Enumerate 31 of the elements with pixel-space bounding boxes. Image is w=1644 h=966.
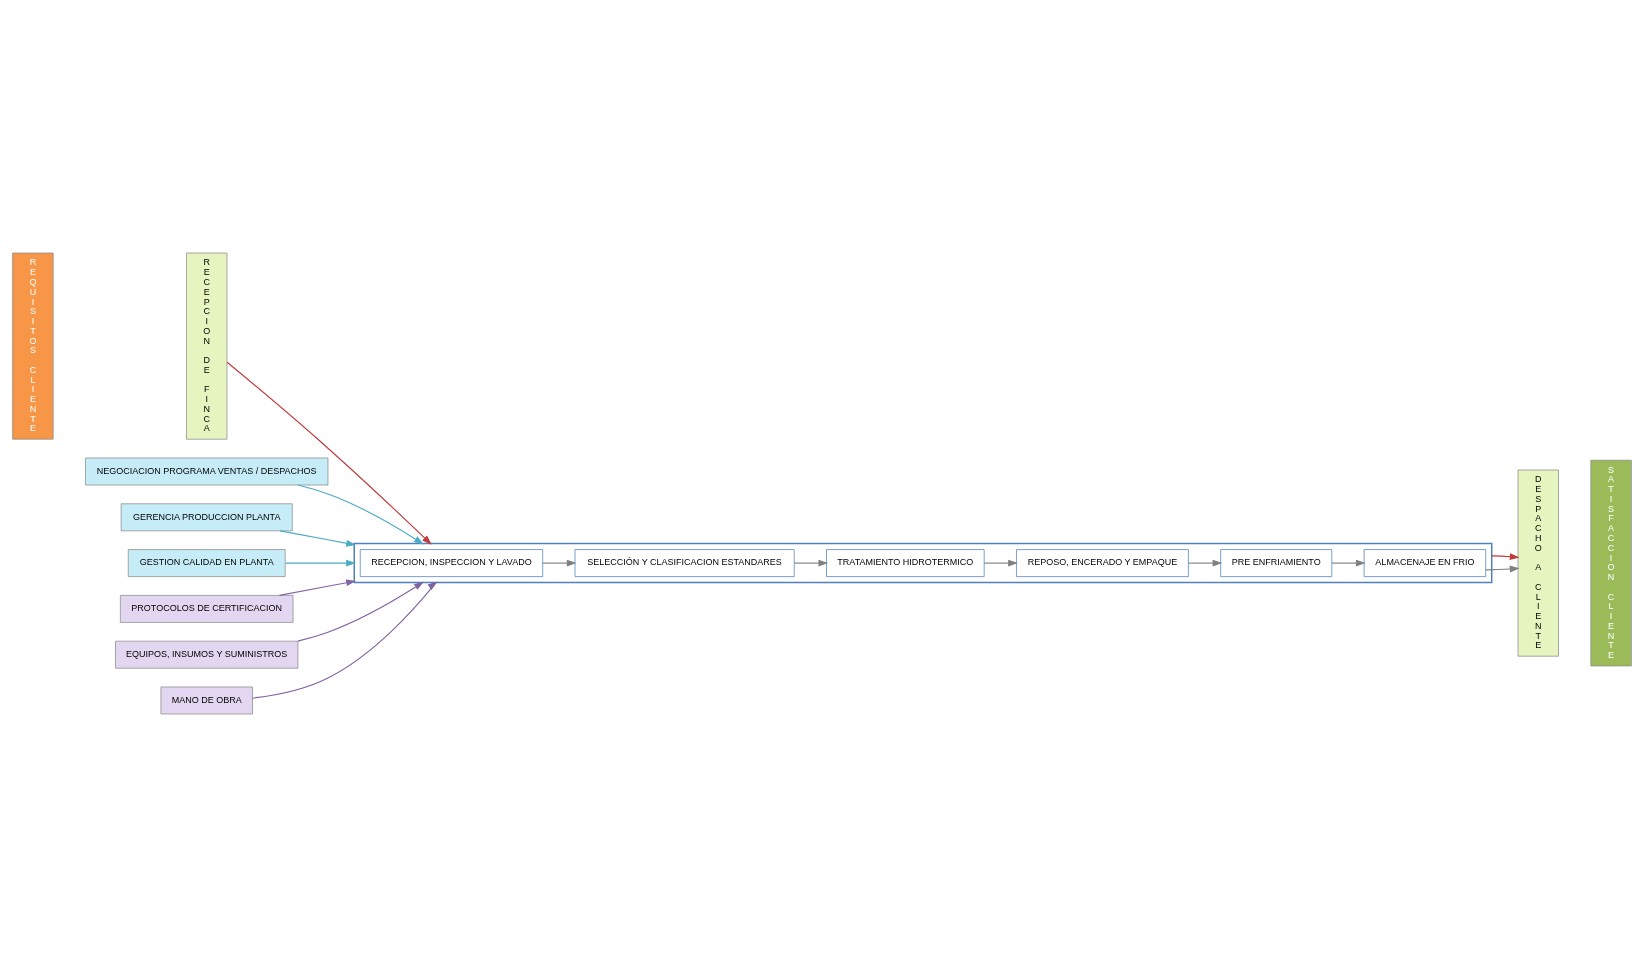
node-box: REPOSO, ENCERADO Y EMPAQUE: [1016, 548, 1189, 577]
arrow: [279, 529, 356, 547]
arrow: [1491, 552, 1520, 560]
arrow: [1485, 565, 1520, 572]
node-box: MANO DE OBRA: [160, 686, 253, 714]
arrow: [297, 483, 424, 544]
node-box: RECEPCION, INSPECCION Y LAVADO: [359, 548, 544, 577]
node-box: PROTOCOLOS DE CERTIFICACION: [120, 594, 294, 623]
node-box: REQUISITOS CLIENTE: [12, 252, 54, 440]
node-box: PRE ENFRIAMIENTO: [1220, 548, 1333, 577]
node-box: TRATAMIENTO HIDROTERMICO: [826, 548, 985, 577]
arrow: [297, 581, 424, 642]
arrow: [1188, 559, 1223, 566]
node-box: SELECCIÓN Y CLASIFICACION ESTANDARES: [574, 548, 795, 577]
arrow: [226, 361, 432, 545]
node-box: ALMACENAJE EN FRIO: [1363, 548, 1487, 577]
node-box: SATISFACCION CLIENTE: [1590, 459, 1632, 666]
node-box: NEGOCIACION PROGRAMA VENTAS / DESPACHOS: [85, 457, 329, 485]
arrow: [793, 559, 829, 566]
arrow: [1331, 559, 1366, 566]
node-box: RECEPCION DE FINCA: [186, 252, 228, 440]
node-box: GESTION CALIDAD EN PLANTA: [127, 548, 286, 577]
arrow: [252, 581, 438, 699]
node-box: DESPACHO A CLIENTE: [1517, 469, 1559, 657]
node-box: EQUIPOS, INSUMOS Y SUMINISTROS: [115, 640, 299, 669]
arrow: [983, 559, 1018, 566]
cluster: [353, 542, 1493, 583]
arrow: [542, 559, 577, 566]
arrow: [278, 578, 356, 596]
node-box: GERENCIA PRODUCCION PLANTA: [120, 502, 293, 531]
arrow: [284, 559, 356, 566]
